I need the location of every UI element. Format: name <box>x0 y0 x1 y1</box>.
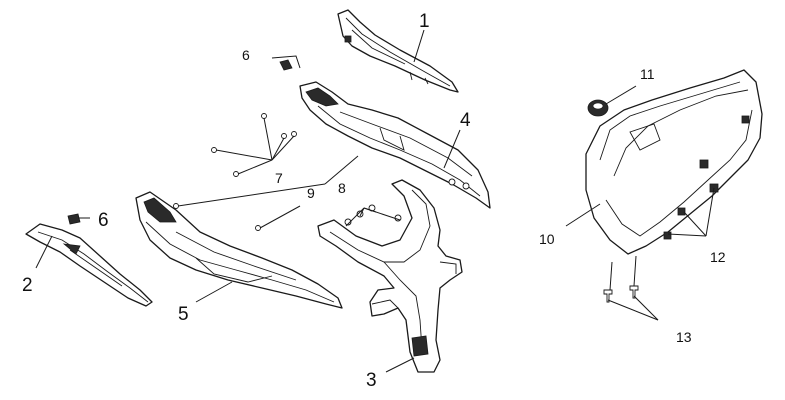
callout-5: 5 <box>178 304 189 325</box>
callout-10: 10 <box>539 231 555 247</box>
clip-6-lower <box>67 213 81 225</box>
callout-11: 11 <box>640 66 655 82</box>
part-11-grommet <box>587 99 609 117</box>
part-4-front-trim <box>299 81 491 209</box>
part-3-front-cowl <box>317 179 463 373</box>
part-5-side-panel <box>135 191 343 309</box>
callout-1: 1 <box>419 11 430 32</box>
callout-13: 13 <box>676 329 692 345</box>
screws-9 <box>173 203 261 231</box>
callout-7: 7 <box>275 170 283 186</box>
bolts-13 <box>603 285 639 303</box>
callout-12: 12 <box>710 249 726 265</box>
callout-4: 4 <box>460 110 471 131</box>
part-10-inner-panel <box>585 69 763 255</box>
callout-3: 3 <box>366 370 377 391</box>
callout-6-lower: 6 <box>98 210 109 231</box>
part-2-lower-trim <box>25 223 153 307</box>
callout-9: 9 <box>307 185 315 201</box>
callout-2: 2 <box>22 275 33 296</box>
callouts: 1 2 3 4 5 6 6 7 8 9 10 11 12 13 <box>22 11 726 391</box>
part-1-upper-trim <box>337 9 459 93</box>
callout-6-upper: 6 <box>242 47 250 63</box>
clip-6-upper <box>279 59 293 71</box>
leader-lines <box>35 29 715 373</box>
screws-7 <box>211 113 297 177</box>
nuts-12 <box>663 207 686 240</box>
callout-8: 8 <box>338 180 346 196</box>
